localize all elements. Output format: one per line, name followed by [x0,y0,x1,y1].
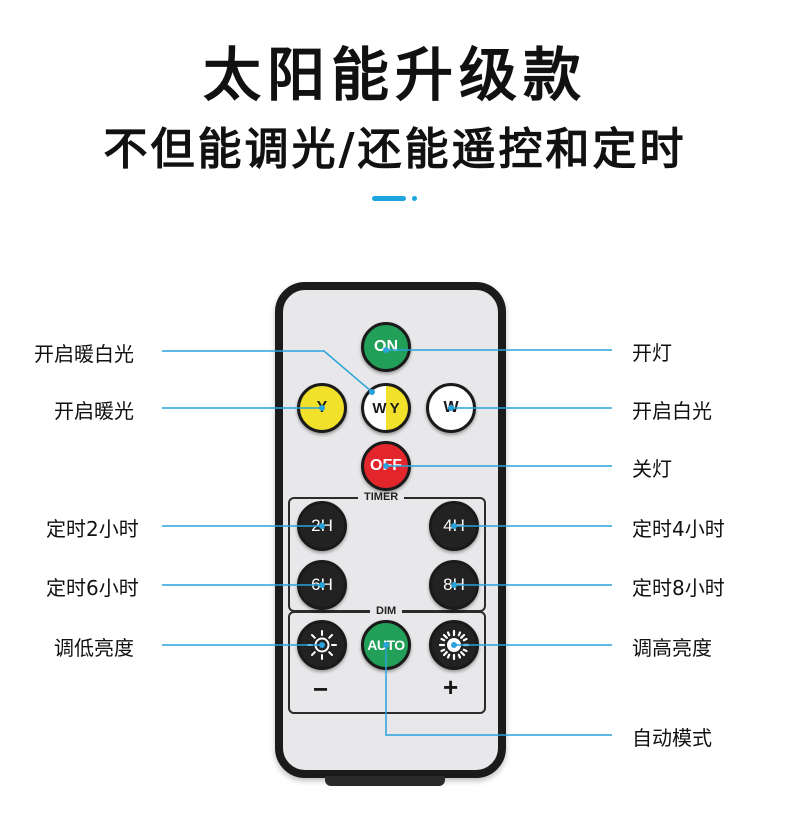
sun-bright-icon [438,629,470,661]
dim-up-button[interactable] [429,620,479,670]
on-button-label: ON [374,338,398,355]
minus-sign: − [313,674,329,704]
callout-warm-white: 开启暖白光 [34,342,134,366]
callout-dim-low: 调低亮度 [54,636,134,660]
accent-dot [412,196,417,201]
timer-label: TIMER [358,491,405,503]
auto-mode-button[interactable]: AUTO [361,620,411,670]
on-button[interactable]: ON [361,322,411,372]
callout-timer-6h: 定时6小时 [46,576,139,600]
callout-warm: 开启暖光 [54,399,134,423]
accent-bar [372,196,406,201]
off-button-label: OFF [370,457,402,474]
dim-label: DIM [370,605,403,617]
warm-light-button-label: Y [316,399,328,416]
callout-white: 开启白光 [632,399,712,423]
callout-off: 关灯 [632,457,672,481]
callout-timer-8h: 定时8小时 [632,576,725,600]
timer-4h-button[interactable]: 4H [429,501,479,551]
warm-light-button[interactable]: Y [297,383,347,433]
callout-timer-4h: 定时4小时 [632,517,725,541]
white-light-button[interactable]: W [426,383,476,433]
dim-down-button[interactable] [297,620,347,670]
callout-dim-high: 调高亮度 [632,636,712,660]
warm-white-button-label-w: W [372,399,387,417]
timer-4h-label: 4H [443,516,465,535]
callout-timer-2h: 定时2小时 [46,517,139,541]
page-title: 太阳能升级款 [202,41,587,109]
white-light-button-label: W [443,399,459,416]
sun-outline-icon [307,630,337,660]
timer-2h-label: 2H [311,516,333,535]
remote-bottom-edge [325,776,445,786]
timer-8h-label: 8H [443,575,465,594]
warm-white-button-label-y: Y [389,399,400,417]
callout-on: 开灯 [632,341,672,365]
timer-6h-label: 6H [311,575,333,594]
auto-mode-button-label: AUTO [367,637,405,653]
timer-6h-button[interactable]: 6H [297,560,347,610]
plus-sign: + [443,672,459,702]
off-button[interactable]: OFF [361,441,411,491]
timer-8h-button[interactable]: 8H [429,560,479,610]
page-subtitle: 不但能调光/还能遥控和定时 [103,124,687,175]
callout-auto: 自动模式 [632,726,712,750]
timer-2h-button[interactable]: 2H [297,501,347,551]
